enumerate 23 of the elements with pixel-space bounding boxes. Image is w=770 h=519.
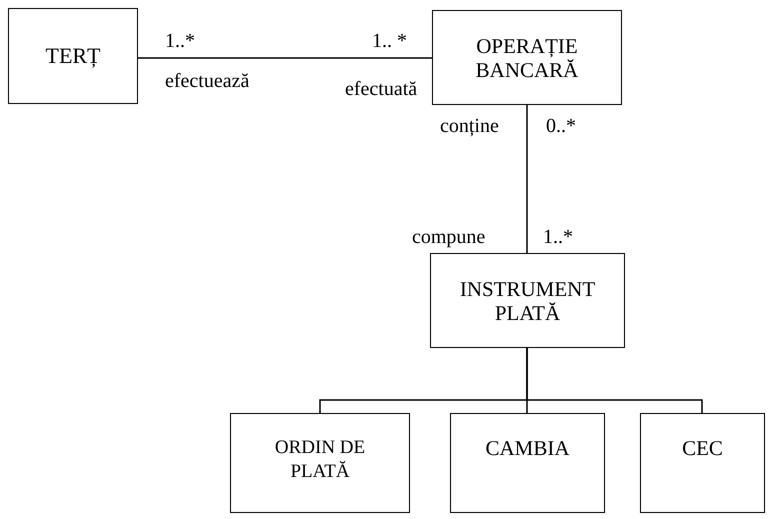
association-line (138, 57, 432, 59)
multiplicity: 1..* (543, 226, 573, 248)
role-name: efectuează (165, 70, 250, 92)
class-box (432, 10, 622, 105)
association-line (526, 348, 703, 413)
role-name: conține (440, 115, 499, 137)
class-box (450, 413, 605, 513)
class-name: CEC (682, 436, 723, 460)
class-name: CAMBIA (485, 436, 570, 460)
multiplicity: 0..* (546, 115, 576, 137)
class-name: TERȚ (46, 44, 100, 68)
class-box (640, 413, 765, 513)
class-name: ORDIN DE PLATĂ (274, 436, 366, 484)
class-box (8, 8, 138, 104)
multiplicity: 1.. * (372, 30, 407, 52)
role-name: efectuată (345, 78, 418, 100)
class-box (230, 413, 410, 513)
class-name: OPERAȚIE BANCARĂ (474, 34, 580, 82)
class-box (430, 253, 625, 348)
class-name: INSTRUMENT PLATĂ (458, 276, 596, 324)
multiplicity: 1..* (165, 30, 195, 52)
role-name: compune (412, 226, 486, 248)
association-line (526, 105, 528, 253)
